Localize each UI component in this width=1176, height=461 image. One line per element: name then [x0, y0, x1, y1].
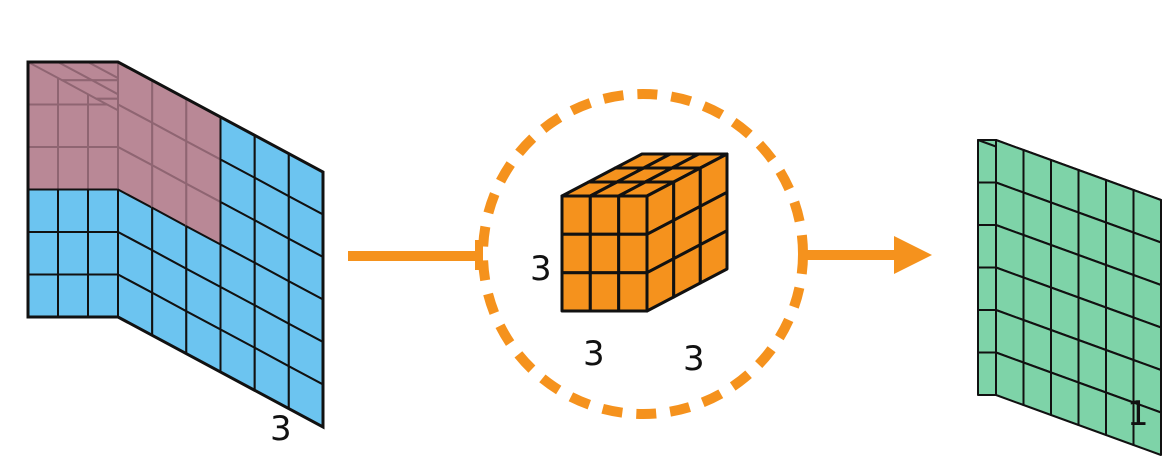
input-depth-label: 3: [270, 409, 292, 449]
output-front-cell: [977, 266, 997, 311]
input-front-cell: [57, 273, 89, 318]
input-front-cell: [27, 273, 59, 318]
output-side-cell: [1077, 381, 1107, 436]
kernel-front-cell: [617, 271, 649, 313]
output-side-cell: [995, 351, 1025, 406]
arrow-head-icon: [894, 236, 932, 274]
kernel-cube: [560, 152, 729, 313]
input-front-cell: [57, 146, 89, 191]
arrow-out-shaft: [806, 250, 896, 260]
output-front-cell: [977, 351, 997, 396]
output-side-cell: [1022, 361, 1052, 416]
kernel-front-cell: [617, 194, 649, 236]
kernel-front-cell: [560, 232, 592, 275]
input-front-cell: [27, 103, 59, 148]
input-volume: [26, 60, 325, 430]
kernel-height-label: 3: [530, 249, 552, 289]
output-side-cell: [1050, 371, 1080, 426]
output-front-cell: [977, 181, 997, 226]
kernel-depth-label: 3: [683, 339, 705, 379]
arrow-in-cap: [475, 240, 483, 270]
kernel-front-cell: [560, 194, 592, 236]
kernel-front-cell: [588, 232, 621, 275]
arrow-out-cap: [798, 239, 806, 269]
input-front-cell: [27, 231, 59, 276]
kernel-side-cell: [698, 229, 729, 285]
kernel-front-cell: [588, 194, 621, 236]
input-front-cell: [57, 188, 89, 233]
output-front-cell: [977, 224, 997, 269]
input-front-cell: [27, 188, 59, 233]
input-front-cell: [87, 103, 119, 148]
input-front-cell: [57, 103, 89, 148]
input-front-cell: [27, 146, 59, 191]
output-feature-map: [977, 139, 1162, 456]
input-front-cell: [87, 273, 119, 318]
input-front-cell: [87, 231, 119, 276]
kernel-front-cell: [617, 232, 649, 275]
input-outline: [26, 60, 325, 430]
input-front-cell: [87, 146, 119, 191]
input-front-cell: [87, 188, 119, 233]
output-front-cell: [977, 309, 997, 354]
output-side-cell: [1132, 401, 1162, 456]
kernel-front-cell: [588, 271, 621, 313]
kernel-width-label: 3: [583, 334, 605, 374]
arrow-in-shaft: [348, 251, 476, 261]
input-front-cell: [57, 231, 89, 276]
kernel-front-cell: [560, 271, 592, 313]
arrow-in-icon: [348, 240, 483, 270]
output-depth-label: 1: [1127, 394, 1149, 434]
arrow-out-icon: [798, 236, 932, 274]
